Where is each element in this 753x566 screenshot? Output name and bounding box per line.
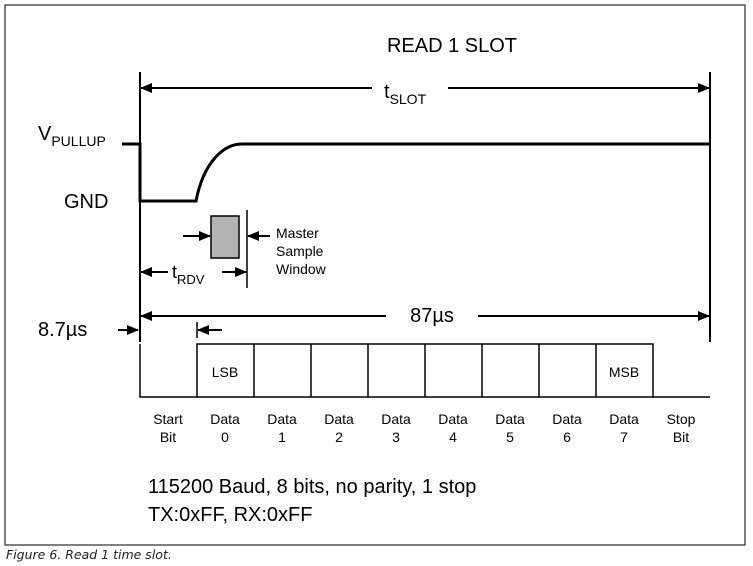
bit-dividers bbox=[253, 344, 597, 397]
baud-note: 115200 Baud, 8 bits, no parity, 1 stop bbox=[148, 476, 476, 498]
figure-caption: Figure 6. Read 1 time slot. bbox=[6, 547, 172, 562]
sample-window-label: Master Sample Window bbox=[276, 225, 327, 277]
frame-duration-label: 87µs bbox=[410, 305, 454, 327]
diagram-title: READ 1 SLOT bbox=[387, 35, 517, 57]
lsb-label: LSB bbox=[212, 364, 238, 380]
figure-border bbox=[4, 4, 746, 546]
sample-window bbox=[210, 215, 240, 259]
vpullup-label: VPULLUP bbox=[38, 123, 106, 149]
gnd-label: GND bbox=[64, 191, 108, 213]
waveform bbox=[122, 142, 710, 203]
msb-label: MSB bbox=[609, 364, 639, 380]
start-offset-label: 8.7µs bbox=[38, 319, 87, 341]
txrx-note: TX:0xFF, RX:0xFF bbox=[148, 504, 312, 526]
tslot-label: tSLOT bbox=[384, 81, 427, 107]
trdv-label: tRDV bbox=[172, 262, 205, 287]
